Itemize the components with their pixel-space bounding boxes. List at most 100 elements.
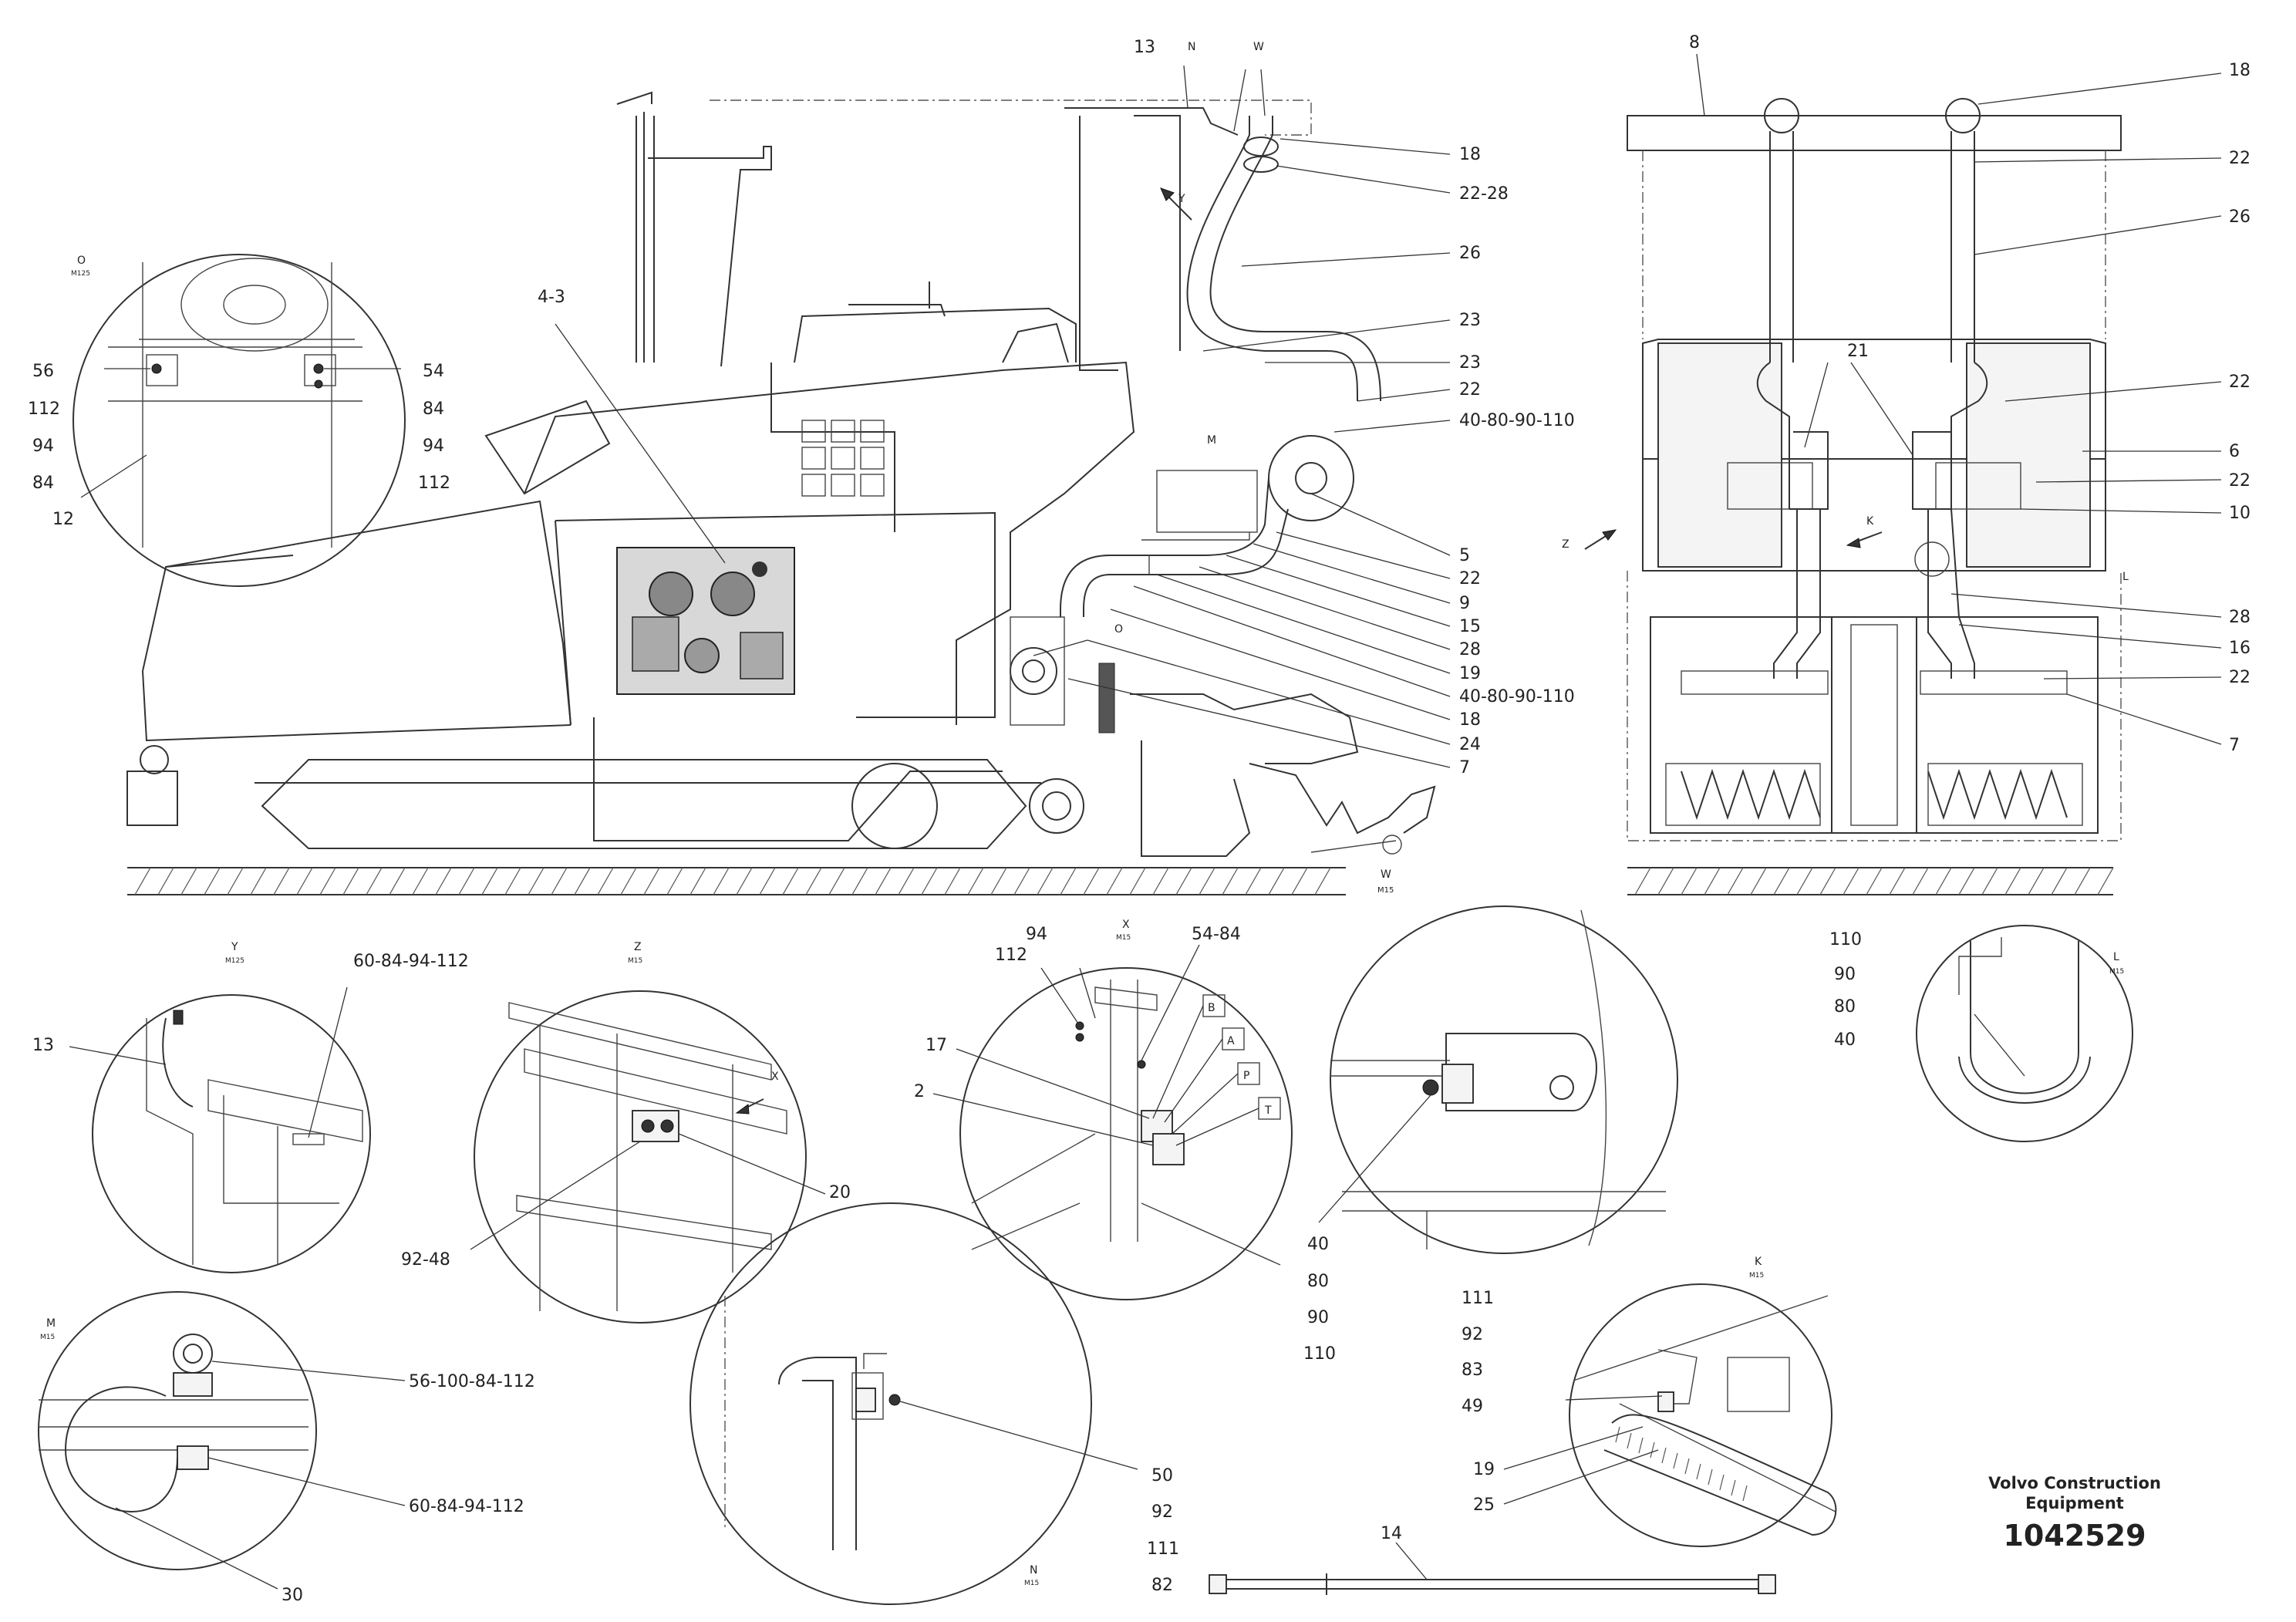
detail-m-callout-30: 30 <box>282 1586 303 1605</box>
port-tag-p: P <box>1243 1070 1249 1082</box>
callout-y: Y <box>1178 193 1185 205</box>
rear-callout-26: 26 <box>2229 207 2250 227</box>
view-marker-w: W <box>1381 868 1391 881</box>
detail-o-right-2: 94 <box>423 437 444 456</box>
detail-x-54-84: 54-84 <box>1192 925 1241 944</box>
rear-callout-22d: 22 <box>2229 668 2250 687</box>
detail-y-callout-60: 60-84-94-112 <box>353 952 469 971</box>
detail-k-19: 19 <box>1473 1460 1495 1479</box>
detail-k-title: K <box>1755 1256 1762 1268</box>
detail-k: K M15 111 92 83 49 19 25 <box>1462 1256 1837 1547</box>
detail-m-scale: M15 <box>40 1334 55 1341</box>
rear-callout-l: L <box>2122 571 2129 583</box>
callout-n: N <box>1188 41 1195 53</box>
callout-7: 7 <box>1459 758 1470 777</box>
detail-n-stack-2: 111 <box>1147 1539 1179 1559</box>
control-buttons <box>801 420 885 497</box>
detail-x-17: 17 <box>925 1036 947 1055</box>
detail-y-callout-13: 13 <box>32 1036 54 1055</box>
detail-o-right-0: 54 <box>423 362 444 381</box>
detail-40-stack-2: 90 <box>1307 1308 1329 1327</box>
hose-part: 14 <box>1209 1524 1776 1595</box>
exhaust-pipes-rear <box>1756 98 1988 679</box>
rear-callout-10: 10 <box>2229 504 2250 523</box>
rear-callout-21: 21 <box>1847 342 1869 361</box>
port-tag-a: A <box>1227 1035 1235 1047</box>
rear-callout-z: Z <box>1562 538 1569 551</box>
callout-23a: 23 <box>1459 311 1481 330</box>
detail-m-callout-60: 60-84-94-112 <box>409 1497 524 1516</box>
detail-o-left-0: 56 <box>32 362 54 381</box>
detail-y-title: Y <box>231 941 238 953</box>
rear-callout-k: K <box>1866 515 1874 528</box>
callout-22-28: 22-28 <box>1459 184 1509 204</box>
ground-hatch <box>127 867 1346 895</box>
detail-z-x: X <box>771 1071 779 1083</box>
detail-z-20: 20 <box>829 1183 851 1202</box>
brand-line-2: Equipment <box>2025 1494 2124 1512</box>
view-scale-w: M15 <box>1377 886 1394 895</box>
detail-l-title: L <box>2113 951 2119 963</box>
detail-l: L M15 110 90 80 40 <box>1829 925 2133 1142</box>
callout-23b: 23 <box>1459 353 1481 373</box>
detail-o-right-3: 112 <box>418 474 450 493</box>
rear-callout-16: 16 <box>2229 639 2250 658</box>
detail-bolt-plate: 40 80 90 110 <box>1303 905 1678 1364</box>
rear-view: 8 18 22 26 21 22 6 22 10 L 28 16 22 7 K … <box>1562 33 2250 895</box>
detail-n-scale: M15 <box>1024 1580 1039 1587</box>
detail-n-stack-0: 50 <box>1151 1466 1173 1485</box>
callout-13: 13 <box>1134 38 1155 57</box>
detail-40-stack-0: 40 <box>1307 1235 1329 1254</box>
side-view: 13 N W 18 22-28 26 23 23 22 40-80-90-110… <box>126 38 1575 895</box>
detail-o-scale: M125 <box>71 270 90 278</box>
callout-22a: 22 <box>1459 380 1481 400</box>
detail-k-scale: M15 <box>1749 1272 1764 1280</box>
detail-x-2: 2 <box>914 1082 925 1101</box>
port-tag-b: B <box>1208 1002 1215 1014</box>
callout-28: 28 <box>1459 640 1481 659</box>
detail-o-right-1: 84 <box>423 400 444 419</box>
detail-z: Z M15 X 20 92-48 <box>401 941 851 1324</box>
rear-callout-6: 6 <box>2229 442 2240 461</box>
rear-callout-18: 18 <box>2229 61 2250 80</box>
detail-n-stack-3: 82 <box>1151 1576 1173 1595</box>
callout-40-80-90-110b: 40-80-90-110 <box>1459 687 1575 706</box>
rear-callout-22b: 22 <box>2229 373 2250 392</box>
detail-o-bottom: 12 <box>52 510 74 529</box>
detail-x-title: X <box>1122 919 1130 931</box>
detail-40-stack-3: 110 <box>1303 1344 1336 1364</box>
detail-l-stack-2: 80 <box>1834 997 1856 1017</box>
detail-z-title: Z <box>634 941 642 953</box>
rear-callout-8: 8 <box>1689 33 1700 52</box>
callout-9: 9 <box>1459 594 1470 613</box>
detail-x-112: 112 <box>995 946 1027 965</box>
part-number: 1042529 <box>2003 1519 2146 1553</box>
brand-line-1: Volvo Construction <box>1988 1474 2161 1492</box>
detail-n: N M15 50 92 111 82 <box>689 1202 1179 1605</box>
callout-40-80-90-110a: 40-80-90-110 <box>1459 411 1575 430</box>
detail-y: Y M125 13 60-84-94-112 <box>32 941 469 1273</box>
detail-o-left-1: 112 <box>28 400 60 419</box>
detail-l-stack-3: 40 <box>1834 1030 1856 1050</box>
detail-k-stack-2: 83 <box>1462 1361 1483 1380</box>
detail-m-title: M <box>46 1317 56 1330</box>
callout-15: 15 <box>1459 617 1481 636</box>
callout-4-3: 4-3 <box>538 288 565 307</box>
rear-callout-22c: 22 <box>2229 471 2250 491</box>
hose-callout-14: 14 <box>1381 1524 1402 1543</box>
callout-24: 24 <box>1459 735 1481 754</box>
detail-o-title: O <box>77 255 86 267</box>
rear-callout-7: 7 <box>2229 736 2240 755</box>
title-block: Volvo Construction Equipment 1042529 <box>1988 1474 2161 1553</box>
engine-block <box>616 547 795 695</box>
rear-callout-22a: 22 <box>2229 149 2250 168</box>
detail-m: M M15 56-100-84-112 60-84-94-112 30 <box>38 1291 535 1605</box>
detail-l-stack-1: 90 <box>1834 965 1856 984</box>
detail-k-stack-0: 111 <box>1462 1289 1494 1308</box>
detail-x-94: 94 <box>1026 925 1047 944</box>
detail-x: X M15 112 94 54-84 17 2 B A P T <box>914 919 1293 1300</box>
detail-y-scale: M125 <box>225 957 244 965</box>
detail-o-left-2: 94 <box>32 437 54 456</box>
callout-19: 19 <box>1459 664 1481 683</box>
